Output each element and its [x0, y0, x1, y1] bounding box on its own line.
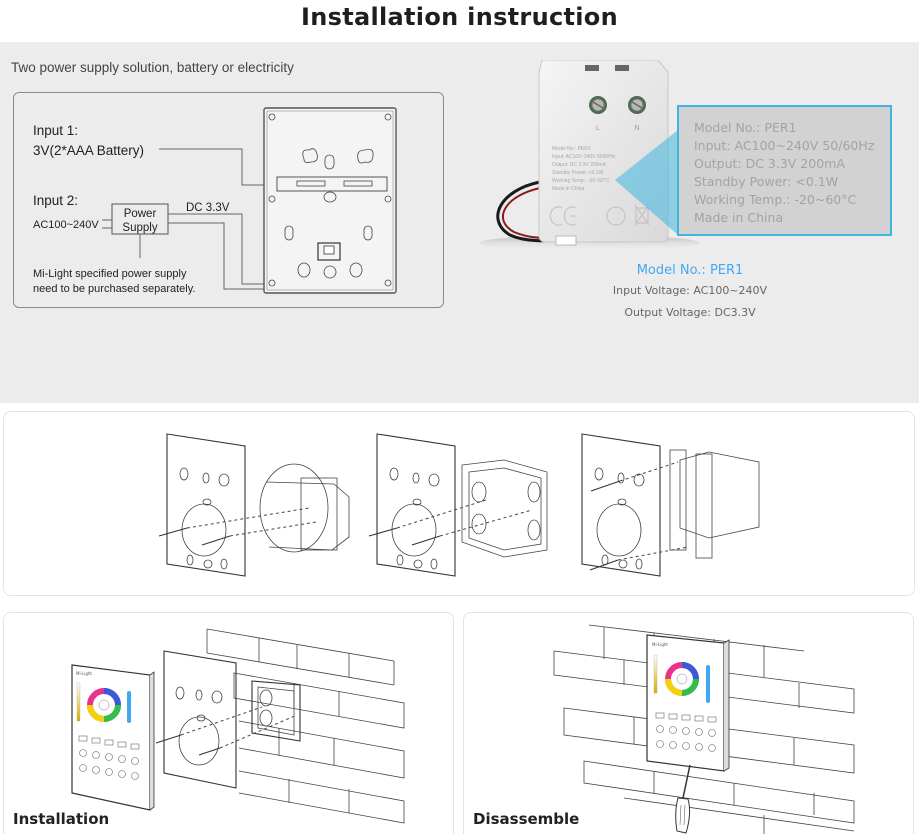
adapter-connector	[555, 235, 577, 246]
adapter-small-label: Model No.: PER1 Input: AC100~240V 50/60H…	[552, 146, 616, 192]
back-plate-diagram	[263, 107, 397, 294]
label-callout	[677, 105, 892, 236]
psu-label-2: Supply	[122, 222, 157, 234]
adapter-specs: Model No.: PER1 Input Voltage: AC100~240…	[560, 262, 820, 324]
power-supply-section: Two power supply solution, battery or el…	[0, 42, 919, 403]
dc-output-label: DC 3.3V	[186, 202, 230, 214]
spec-model: Model No.: PER1	[636, 263, 744, 278]
spec-input-voltage: Input Voltage: AC100~240V	[612, 284, 768, 297]
terminal-l-label: L	[596, 125, 600, 132]
page-title: Installation instruction	[301, 3, 618, 31]
installation-caption: Installation	[13, 810, 110, 828]
callout-label-text: Model No.: PER1 Input: AC100~240V 50/60H…	[694, 120, 875, 225]
input1-value: 3V(2*AAA Battery)	[33, 143, 144, 158]
wiring-diagram: Input 1: 3V(2*AAA Battery) Input 2: AC10…	[13, 92, 444, 308]
callout-beam	[615, 130, 678, 235]
brick-wall	[206, 628, 405, 824]
input1-label: Input 1:	[33, 123, 78, 138]
svg-text:Working Temp.: -20~60°C: Working Temp.: -20~60°C	[694, 192, 856, 207]
power-supply-subtitle: Two power supply solution, battery or el…	[11, 60, 294, 75]
smart-panel-front: Mi-Light	[71, 664, 155, 811]
svg-text:Input: AC100~240V 50/60Hz: Input: AC100~240V 50/60Hz	[552, 154, 616, 160]
mounting-options-card	[3, 411, 915, 596]
svg-text:Output: DC 3.3V 200mA: Output: DC 3.3V 200mA	[694, 156, 845, 171]
svg-text:Standby Power: <0.1W: Standby Power: <0.1W	[552, 170, 604, 176]
smart-panel-mounted: Mi-Light	[646, 634, 730, 772]
svg-text:Standby Power: <0.1W: Standby Power: <0.1W	[694, 174, 838, 189]
disassemble-caption: Disassemble	[473, 810, 580, 828]
svg-text:Input: AC100~240V 50/60Hz: Input: AC100~240V 50/60Hz	[694, 138, 875, 153]
installation-card: Mi-Light Installation	[3, 612, 454, 834]
svg-text:Mi-Light: Mi-Light	[76, 671, 92, 676]
wall-box	[251, 680, 301, 742]
svg-text:Mi-Light: Mi-Light	[652, 642, 668, 647]
terminal-n-label: N	[634, 125, 639, 132]
svg-text:Working Temp.: -20~60°C: Working Temp.: -20~60°C	[552, 178, 610, 184]
note-line-2: need to be purchased separately.	[33, 283, 195, 295]
mount-round-box	[158, 433, 350, 577]
mount-square-box	[368, 433, 548, 577]
spec-output-voltage: Output Voltage: DC3.3V	[624, 306, 756, 319]
wiring-diagram-svg: Input 1: 3V(2*AAA Battery) Input 2: AC10…	[33, 107, 397, 295]
note-line-1: Mi-Light specified power supply	[33, 268, 187, 280]
screwdriver-icon	[675, 764, 691, 834]
input2-label: Input 2:	[33, 193, 78, 208]
back-plate	[155, 650, 298, 789]
disassemble-card: Mi-Light Disassemble	[463, 612, 914, 834]
input2-value: AC100~240V	[33, 219, 99, 231]
svg-text:Made in China: Made in China	[552, 186, 584, 192]
svg-text:Output: DC 3.3V 200mA: Output: DC 3.3V 200mA	[552, 162, 607, 168]
power-adapter-image: L N Model No.: PER1 Input: AC100~240V 50…	[480, 59, 900, 260]
mount-single-gang-box	[581, 433, 760, 577]
svg-text:Made in China: Made in China	[694, 210, 783, 225]
psu-label-1: Power	[124, 208, 157, 220]
certification-marks	[549, 204, 650, 226]
brick-wall	[553, 624, 855, 834]
svg-text:Model No.: PER1: Model No.: PER1	[694, 120, 797, 135]
svg-text:Model No.: PER1: Model No.: PER1	[552, 146, 591, 152]
